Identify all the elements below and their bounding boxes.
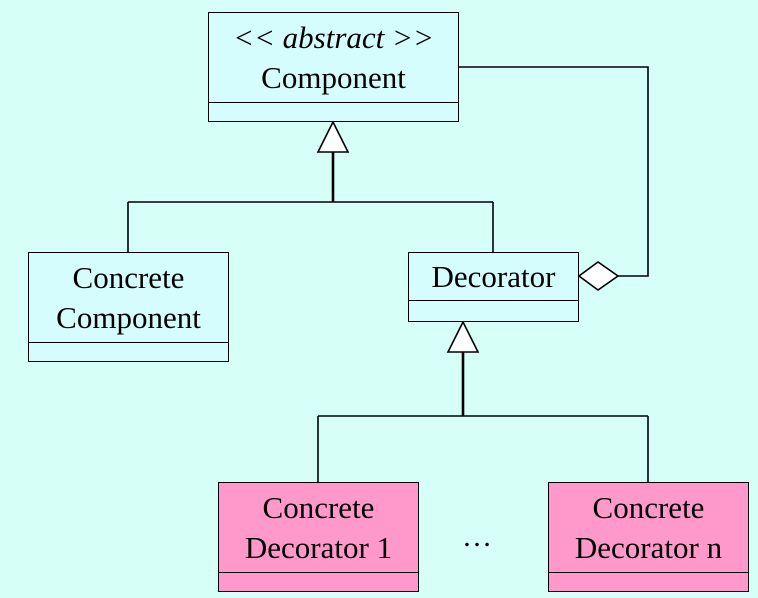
concrete-component-line1: Concrete [72,259,185,295]
class-decorator[interactable]: Decorator [408,252,579,322]
decorator-label: Decorator [431,258,556,294]
concrete-component-line2: Component [56,299,201,335]
class-concrete-decorator-n-compartment [549,573,748,591]
inheritance-component [127,120,494,252]
class-concrete-component-compartment [29,343,228,361]
concrete-decorator-n-line1: Concrete [592,489,705,525]
class-component-compartment [209,103,458,121]
class-concrete-component[interactable]: Concrete Component [28,252,229,362]
class-concrete-decorator-n-name: Concrete Decorator n [549,483,748,573]
concrete-decorator-1-line2: Decorator 1 [244,529,393,565]
stereotype-label: << abstract >> [233,19,434,55]
inheritance-decorator [317,320,649,482]
class-concrete-component-name: Concrete Component [29,253,228,343]
class-concrete-decorator-1-compartment [219,573,418,591]
inheritance-arrowhead-decorator [446,320,480,353]
aggregation-diamond [577,261,620,291]
inheritance-arrowhead-component [316,120,350,153]
concrete-decorator-1-line1: Concrete [262,489,375,525]
aggregation-link [458,66,649,291]
class-decorator-compartment [409,301,578,321]
class-component-name: << abstract >> Component [209,13,458,103]
class-concrete-decorator-1[interactable]: Concrete Decorator 1 [218,482,419,592]
class-component[interactable]: << abstract >> Component [208,12,459,122]
class-concrete-decorator-1-name: Concrete Decorator 1 [219,483,418,573]
concrete-decorator-n-line2: Decorator n [574,529,723,565]
ellipsis-more-decorators: … [462,520,494,553]
component-label: Component [261,59,406,95]
class-concrete-decorator-n[interactable]: Concrete Decorator n [548,482,749,592]
class-decorator-name: Decorator [409,253,578,301]
